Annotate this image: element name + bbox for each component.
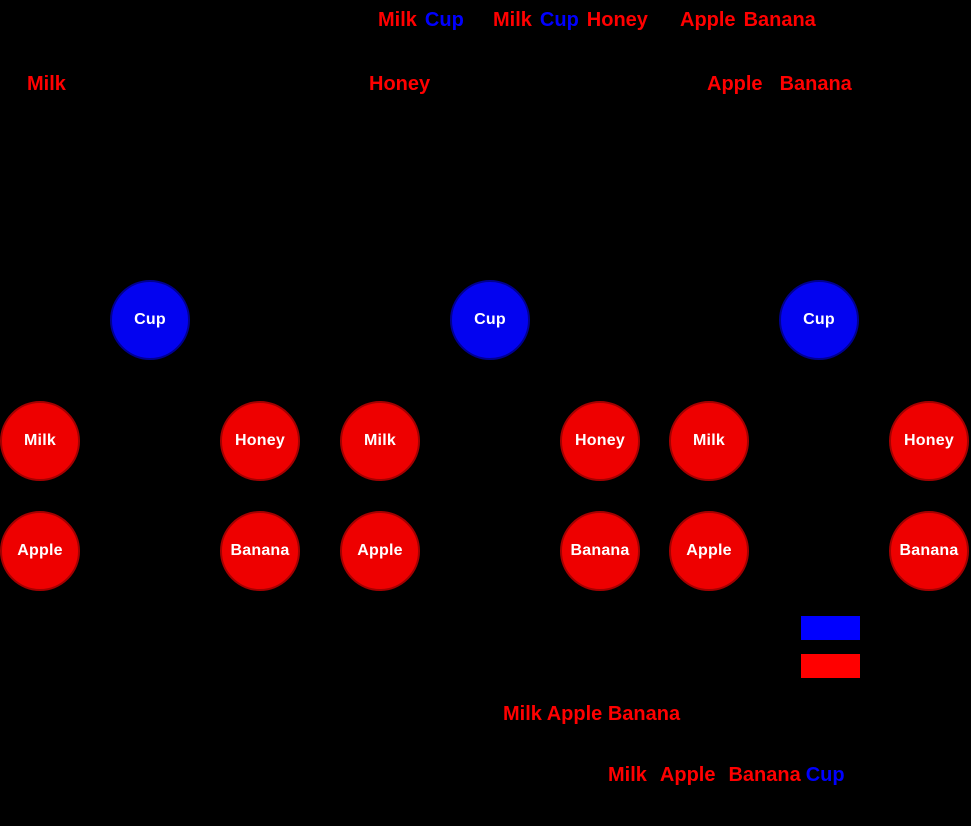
second-annotation-honey: Honey bbox=[369, 73, 430, 95]
annotation-text: Apple bbox=[659, 764, 716, 786]
tree-2: Cup Milk Honey Apple Banana bbox=[340, 0, 640, 826]
tree-1: Cup Milk Honey Apple Banana bbox=[0, 0, 300, 826]
node-label: Honey bbox=[904, 432, 954, 449]
annotation-text: Milk bbox=[378, 9, 417, 31]
second-annotation-apple-banana: Apple Banana bbox=[707, 73, 852, 95]
node-banana: Banana bbox=[220, 511, 300, 591]
node-label: Banana bbox=[230, 542, 290, 559]
top-annotation-milk-cup-honey: Milk Cup Honey bbox=[493, 9, 648, 31]
bottom-annotation-milk-apple-banana-cup: Milk Apple Banana Cup bbox=[608, 764, 845, 786]
node-label: Milk bbox=[24, 432, 56, 449]
node-banana: Banana bbox=[889, 511, 969, 591]
annotation-text: Apple bbox=[707, 73, 763, 95]
node-honey: Honey bbox=[560, 401, 640, 481]
annotation-text: Honey bbox=[586, 9, 648, 31]
node-milk: Milk bbox=[340, 401, 420, 481]
annotation-text: Banana bbox=[743, 9, 816, 31]
top-annotation-milk-cup: Milk Cup bbox=[378, 9, 464, 31]
node-label: Apple bbox=[686, 542, 732, 559]
node-cup: Cup bbox=[450, 280, 530, 360]
top-annotation-apple-banana: Apple Banana bbox=[680, 9, 816, 31]
node-apple: Apple bbox=[340, 511, 420, 591]
annotation-text: Milk bbox=[493, 9, 532, 31]
node-label: Honey bbox=[235, 432, 285, 449]
node-cup: Cup bbox=[110, 280, 190, 360]
node-honey: Honey bbox=[889, 401, 969, 481]
annotation-text: Milk Apple Banana bbox=[503, 703, 681, 725]
tree-3: Cup Milk Honey Apple Banana bbox=[669, 0, 969, 826]
legend-item-swatch bbox=[801, 654, 860, 678]
annotation-text: Honey bbox=[369, 73, 431, 95]
legend-cup-swatch bbox=[801, 616, 860, 640]
second-annotation-milk: Milk bbox=[27, 73, 66, 95]
node-label: Banana bbox=[899, 542, 959, 559]
annotation-text: Banana bbox=[779, 73, 852, 95]
node-milk: Milk bbox=[0, 401, 80, 481]
node-cup: Cup bbox=[779, 280, 859, 360]
node-label: Milk bbox=[693, 432, 725, 449]
node-label: Milk bbox=[364, 432, 396, 449]
node-honey: Honey bbox=[220, 401, 300, 481]
node-banana: Banana bbox=[560, 511, 640, 591]
node-label: Cup bbox=[474, 311, 506, 328]
node-label: Banana bbox=[570, 542, 630, 559]
annotation-text: Milk bbox=[608, 764, 647, 786]
node-label: Cup bbox=[803, 311, 835, 328]
node-milk: Milk bbox=[669, 401, 749, 481]
annotation-text: Milk bbox=[27, 73, 66, 95]
bottom-annotation-milk-apple-banana: Milk Apple Banana bbox=[503, 703, 680, 725]
annotation-text: Cup bbox=[805, 764, 845, 786]
annotation-text: Cup bbox=[539, 9, 579, 31]
node-label: Honey bbox=[575, 432, 625, 449]
node-apple: Apple bbox=[669, 511, 749, 591]
annotation-text: Apple bbox=[680, 9, 736, 31]
node-label: Cup bbox=[134, 311, 166, 328]
annotation-text: Cup bbox=[424, 9, 464, 31]
node-apple: Apple bbox=[0, 511, 80, 591]
node-label: Apple bbox=[17, 542, 63, 559]
annotation-text: Banana bbox=[728, 764, 801, 786]
node-label: Apple bbox=[357, 542, 403, 559]
